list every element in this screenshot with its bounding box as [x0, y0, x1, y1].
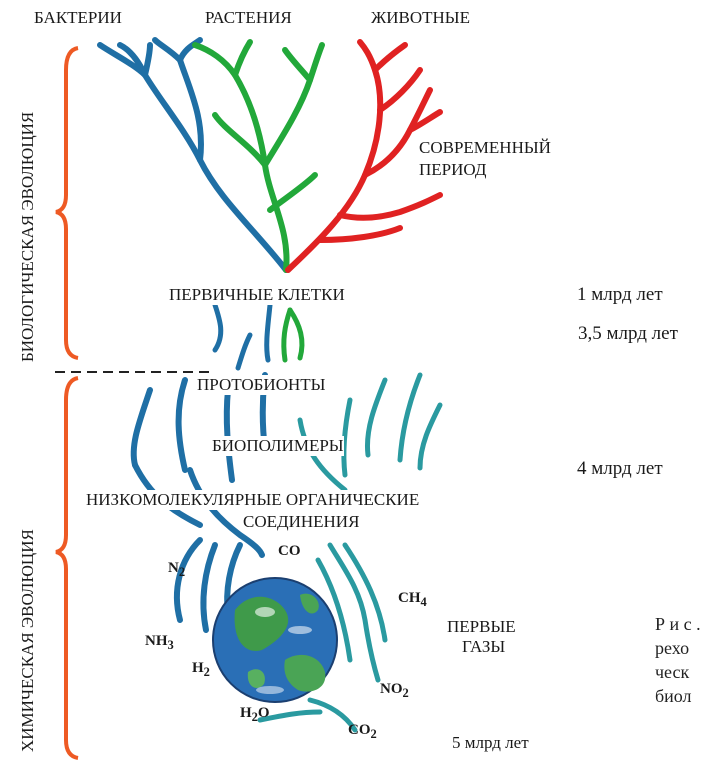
caption-line3: ческ [655, 662, 690, 682]
gas-co: CO [278, 543, 301, 559]
stage-biopolymers: БИОПОЛИМЕРЫ [212, 436, 344, 456]
stage-lowmol-line1: НИЗКОМОЛЕКУЛЯРНЫЕ ОРГАНИЧЕСКИЕ [86, 490, 420, 510]
chemical-brace [55, 376, 79, 760]
stage-modern-line1: СОВРЕМЕННЫЙ [419, 138, 551, 157]
caption-line1: Р и с . [655, 614, 701, 634]
stage-first-gases-line2: ГАЗЫ [462, 637, 506, 656]
stage-first-gases-line1: ПЕРВЫЕ [447, 617, 516, 636]
era-biological: БИОЛОГИЧЕСКАЯ ЭВОЛЮЦИЯ [18, 111, 37, 362]
biological-brace [55, 46, 79, 360]
time-3-5bn: 3,5 млрд лет [578, 323, 678, 344]
gas-n2: N2 [168, 560, 186, 579]
gas-h2: H2 [192, 660, 210, 679]
stage-lowmol-line2: СОЕДИНЕНИЯ [243, 512, 360, 532]
time-1bn: 1 млрд лет [577, 284, 663, 305]
gas-no2: NO2 [380, 681, 409, 700]
stage-modern-line2: ПЕРИОД [419, 160, 487, 179]
gas-co2: CO2 [348, 722, 377, 741]
gas-nh3: NH3 [145, 633, 174, 652]
stage-protobionts: ПРОТОБИОНТЫ [197, 375, 326, 395]
column-plants: РАСТЕНИЯ [205, 8, 292, 27]
era-chemical: ХИМИЧЕСКАЯ ЭВОЛЮЦИЯ [18, 529, 37, 752]
column-bacteria: БАКТЕРИИ [34, 8, 122, 27]
caption-line4: биол [655, 686, 692, 706]
gas-h2o: H2O [240, 705, 270, 724]
caption-line2: рехо [655, 638, 690, 658]
time-5bn: 5 млрд лет [452, 733, 529, 752]
time-4bn: 4 млрд лет [577, 458, 663, 479]
stage-primary-cells: ПЕРВИЧНЫЕ КЛЕТКИ [169, 285, 345, 305]
gas-ch4: CH4 [398, 590, 427, 609]
column-animals: ЖИВОТНЫЕ [371, 8, 470, 27]
